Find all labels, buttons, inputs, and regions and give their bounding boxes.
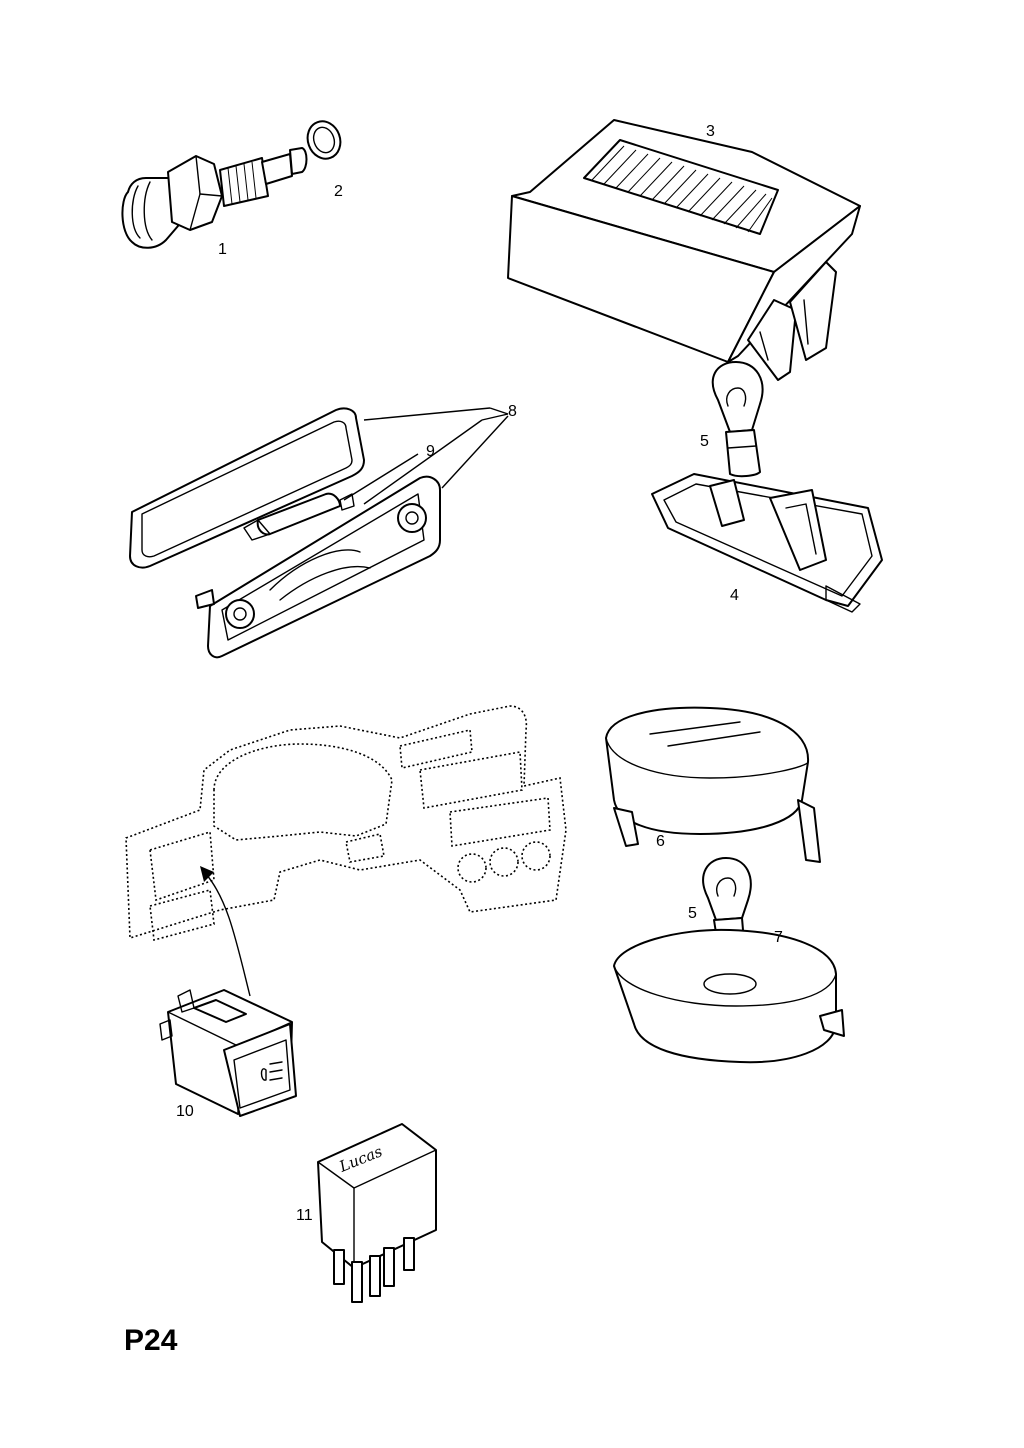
dashboard-outline <box>125 705 567 942</box>
callout-8: 8 <box>508 403 517 420</box>
callout-6: 6 <box>656 833 665 850</box>
callout-1: 1 <box>218 241 227 258</box>
part-1-switch <box>121 147 308 249</box>
leader-lines <box>343 407 509 505</box>
part-4-lamp-holder <box>651 473 883 613</box>
location-arrow <box>200 866 251 997</box>
callout-4: 4 <box>730 587 739 604</box>
part-2-seal-ring <box>306 120 342 160</box>
callout-3: 3 <box>706 123 715 140</box>
part-3-lamp-housing <box>507 119 861 381</box>
callout-10: 10 <box>176 1103 194 1120</box>
part-8-lamp-body <box>195 475 441 659</box>
part-6-lamp-lens <box>605 706 821 863</box>
callout-11: 11 <box>296 1207 313 1224</box>
part-7-lamp-housing <box>613 928 845 1064</box>
part-8-gasket <box>129 407 365 569</box>
part-5-bulb-upper <box>711 361 764 478</box>
sheet-code: P24 <box>124 1324 178 1357</box>
part-11-relay: Lucas <box>317 1123 437 1303</box>
part-9-festoon-bulb <box>243 492 355 541</box>
callout-9: 9 <box>426 443 435 460</box>
callout-2: 2 <box>334 183 343 200</box>
callout-5-upper: 5 <box>700 433 709 450</box>
callout-5-lower: 5 <box>688 905 697 922</box>
callout-7: 7 <box>774 929 783 946</box>
part-10-fog-lamp-switch <box>159 989 297 1117</box>
